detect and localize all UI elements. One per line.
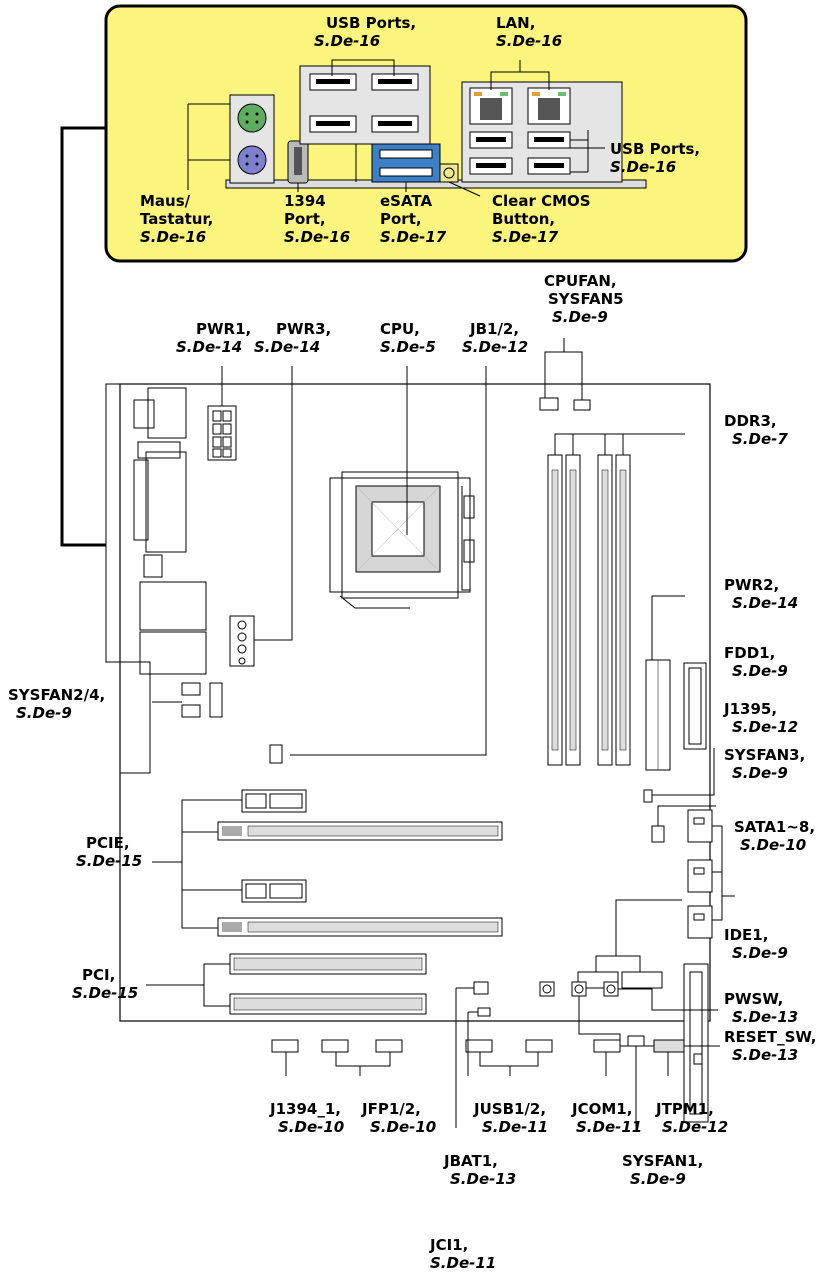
jb-jumper [269, 744, 283, 764]
label-1394-port: 1394 Port, S.De-16 [284, 192, 351, 246]
sata-connectors [577, 809, 735, 989]
label-sysfan1: SYSFAN1, S.De-9 [622, 1152, 704, 1188]
label-j1395: J1395, S.De-12 [724, 700, 799, 736]
onboard-buttons [539, 981, 720, 1047]
label-ide1: IDE1, S.De-9 [724, 926, 788, 962]
ide1-connector [683, 963, 709, 1123]
label-pwr3: PWR3, S.De-14 [254, 320, 332, 356]
label-usb-ports-right: USB Ports, S.De-16 [610, 140, 701, 176]
j1395-header [643, 789, 653, 803]
cpufan-sysfan5-headers [539, 338, 591, 411]
ddr3-slots [547, 433, 685, 766]
sysfan3-header [651, 825, 665, 843]
pwr3-connector [229, 615, 255, 667]
cpu-socket [329, 471, 475, 609]
label-esata-port: eSATA Port, S.De-17 [380, 192, 447, 246]
label-pwr2: PWR2, S.De-14 [724, 576, 799, 612]
fdd1-connector [683, 662, 707, 750]
label-pcie: PCIE, S.De-15 [76, 834, 143, 870]
label-sysfan3: SYSFAN3, S.De-9 [724, 746, 806, 782]
esata-port [371, 143, 441, 183]
jci1-header [473, 981, 489, 995]
label-jusb12: JUSB1/2, S.De-11 [474, 1100, 549, 1136]
label-jb12: JB1/2, S.De-12 [462, 320, 529, 356]
pcie-slots [152, 789, 503, 937]
label-pwr1: PWR1, S.De-14 [176, 320, 252, 356]
pci-slots [146, 953, 427, 1015]
label-maus-tastatur: Maus/ Tastatur, S.De-16 [140, 192, 214, 246]
label-cpufan-sysfan5: CPUFAN, SYSFAN5 S.De-9 [544, 272, 624, 326]
jbat1-jumper [477, 1007, 491, 1017]
ps2-port-stack [229, 94, 275, 184]
label-clear-cmos: Clear CMOS Button, S.De-17 [492, 192, 591, 246]
bottom-headers [271, 1035, 685, 1128]
label-fdd1: FDD1, S.De-9 [724, 644, 788, 680]
lan-usb-stack [461, 81, 623, 183]
pwr2-connector [645, 595, 685, 771]
ieee1394-port [287, 140, 309, 184]
pwr1-connector [207, 405, 237, 461]
label-lan: LAN, S.De-16 [496, 14, 563, 50]
label-pwsw: PWSW, S.De-13 [724, 990, 799, 1026]
label-sysfan2-4: SYSFAN2/4, S.De-9 [8, 686, 106, 722]
sysfan2-4-headers [152, 682, 223, 718]
label-jcom1: JCOM1, S.De-11 [572, 1100, 643, 1136]
rear-io-panel [60, 4, 748, 547]
label-usb-ports-top: USB Ports, S.De-16 [314, 14, 417, 50]
motherboard-outline [105, 383, 711, 1022]
label-jbat1: JBAT1, S.De-13 [444, 1152, 517, 1188]
usb-port-stack-top [299, 65, 431, 182]
label-sata: SATA1~8, S.De-10 [734, 818, 816, 854]
clear-cmos-button [439, 163, 459, 183]
label-ddr3: DDR3, S.De-7 [724, 412, 788, 448]
label-jci1: JCI1, S.De-11 [430, 1236, 497, 1272]
label-reset-sw: RESET_SW, S.De-13 [724, 1028, 817, 1064]
label-jtpm1: JTPM1, S.De-12 [656, 1100, 729, 1136]
label-pci: PCI, S.De-15 [72, 966, 139, 1002]
label-j1394-1: J1394_1, S.De-10 [270, 1100, 345, 1136]
label-cpu: CPU, S.De-5 [380, 320, 436, 356]
label-jfp12: JFP1/2, S.De-10 [362, 1100, 437, 1136]
